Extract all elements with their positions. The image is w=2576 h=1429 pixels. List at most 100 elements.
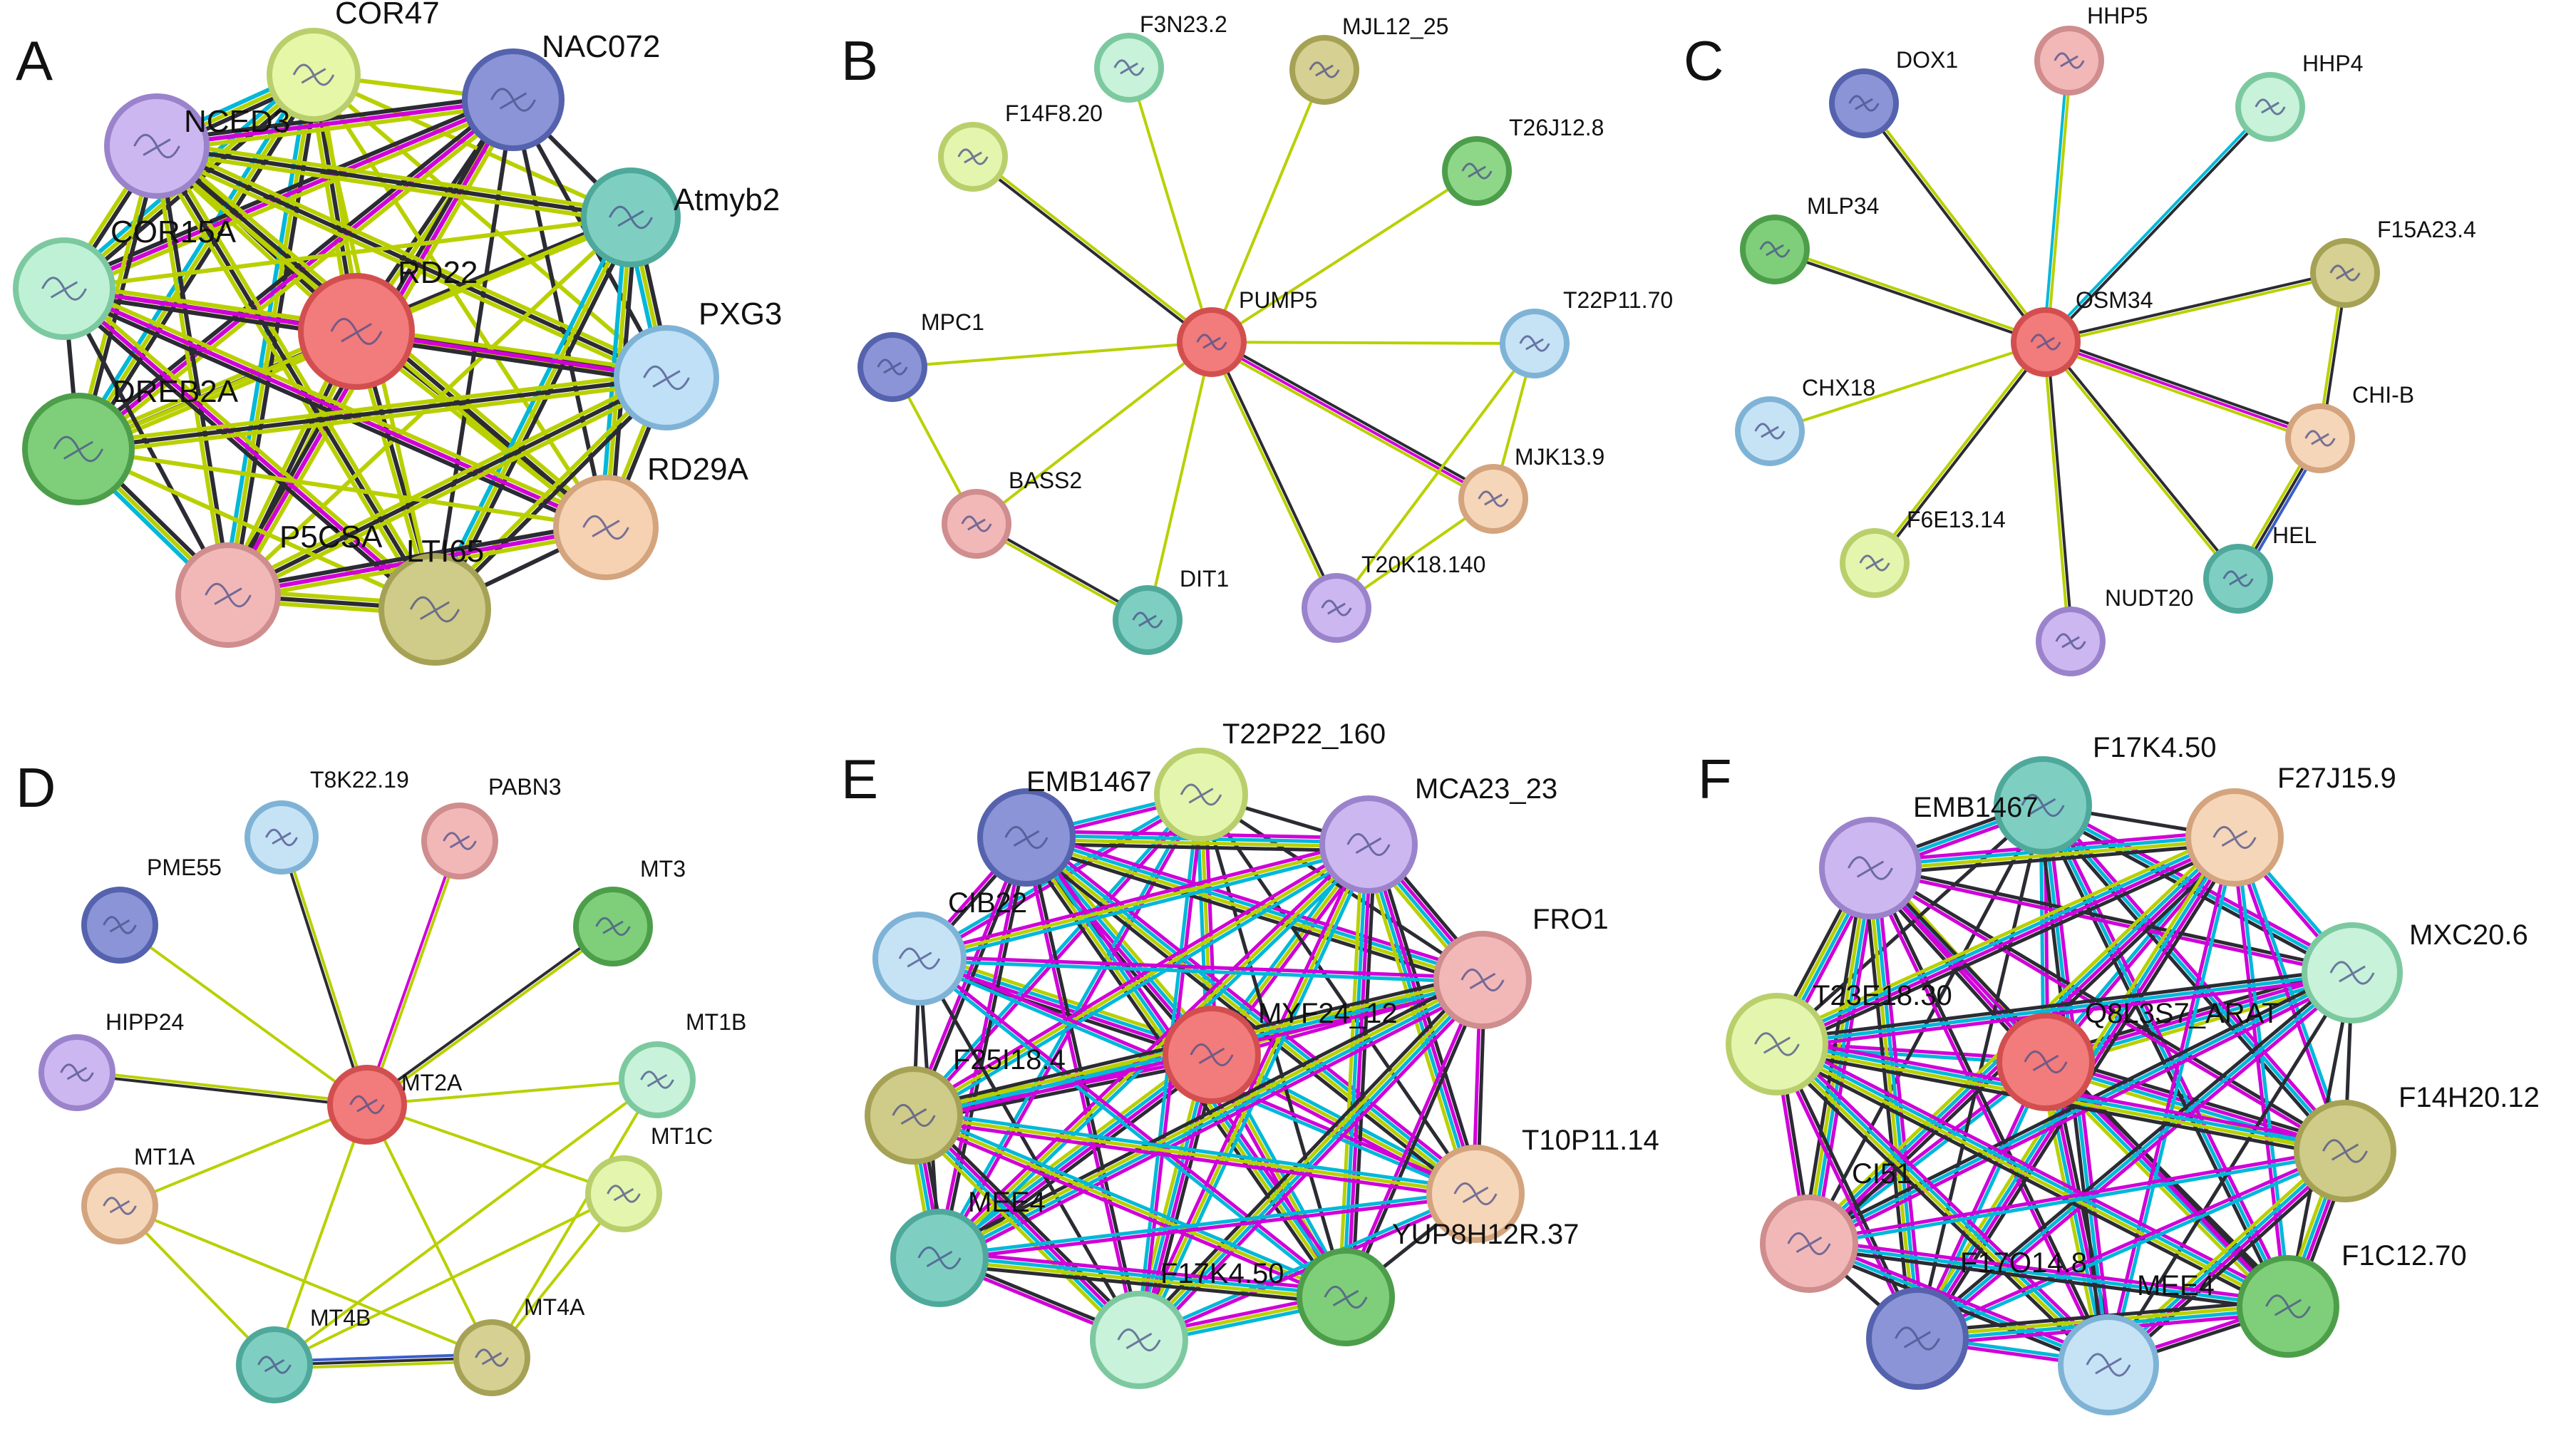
protein-node[interactable]: F25I18.4 [865, 1044, 1066, 1165]
node-label: MYF24_12 [1258, 998, 1398, 1029]
protein-node[interactable]: RD29A [553, 452, 748, 580]
interaction-edge [2108, 836, 2239, 1368]
protein-node[interactable]: MPC1 [857, 309, 984, 402]
protein-node[interactable]: F14F8.20 [938, 100, 1103, 192]
interaction-edge [1373, 840, 1484, 1194]
panel-letter: A [16, 29, 53, 92]
protein-node[interactable]: Q8L3S7_ARAT [1997, 998, 2279, 1111]
protein-node[interactable]: T26J12.8 [1442, 115, 1604, 206]
node-label: F6E13.14 [1907, 507, 2006, 532]
protein-node[interactable]: MT3 [573, 856, 686, 966]
protein-node[interactable]: YUP8H12R.37 [1297, 1219, 1579, 1346]
protein-node[interactable]: Atmyb2 [581, 167, 780, 267]
interaction-edge [1775, 971, 2354, 1046]
interaction-edge [934, 840, 1368, 1257]
node-label: MT4B [310, 1305, 371, 1331]
protein-node[interactable]: LTI65 [378, 534, 491, 666]
protein-node[interactable]: T22P22_160 [1154, 718, 1386, 842]
protein-node[interactable]: BASS2 [942, 468, 1082, 559]
protein-node[interactable]: HIPP24 [38, 1009, 184, 1111]
protein-node[interactable]: EMB1467 [1819, 792, 2039, 919]
protein-node[interactable]: F1C12.70 [2237, 1240, 2467, 1358]
node-label: DREB2A [113, 374, 239, 409]
protein-node[interactable]: PXG3 [614, 296, 782, 430]
protein-node[interactable]: EMB1467 [977, 766, 1152, 887]
protein-node[interactable]: T20K18.140 [1302, 552, 1485, 643]
protein-node[interactable]: F6E13.14 [1840, 507, 2006, 598]
interaction-edge [975, 341, 1213, 525]
interaction-edge [1337, 842, 1364, 1299]
interaction-edge [2235, 835, 2292, 1309]
interaction-edge [118, 1204, 493, 1359]
protein-node[interactable]: CIB22 [872, 887, 1027, 1006]
protein-node[interactable]: MJK13.9 [1458, 444, 1604, 534]
protein-node[interactable]: F17K4.50 [1994, 732, 2216, 855]
protein-node[interactable]: COR47 [267, 0, 440, 122]
interaction-edge [1026, 834, 1479, 1195]
protein-node[interactable]: CHI-B [2285, 382, 2414, 473]
protein-node[interactable]: MT1B [619, 1009, 746, 1118]
protein-node[interactable]: F14H20.12 [2294, 1082, 2540, 1202]
protein-node[interactable]: HHP4 [2235, 51, 2363, 142]
protein-node[interactable]: PME55 [81, 855, 222, 964]
protein-node[interactable]: F15A23.4 [2310, 217, 2476, 308]
protein-node[interactable]: T23E18.30 [1726, 980, 1952, 1095]
interaction-edge [1210, 341, 1536, 345]
protein-node[interactable]: MYF24_12 [1163, 998, 1398, 1104]
node-label: MT2A [401, 1070, 463, 1095]
protein-node[interactable]: T8K22.19 [244, 767, 409, 875]
protein-node[interactable]: OSM34 [2011, 287, 2153, 377]
interaction-edge [1773, 246, 2048, 342]
protein-node[interactable]: MT1C [585, 1123, 713, 1232]
interaction-edge [2105, 1147, 2346, 1366]
protein-structure-icon [330, 318, 383, 345]
protein-node[interactable]: RD22 [298, 255, 478, 390]
protein-node[interactable]: F17K4.50 [1090, 1258, 1284, 1389]
protein-node[interactable]: DREB2A [22, 374, 239, 505]
protein-node[interactable]: CI51 [1760, 1158, 1912, 1293]
interaction-edge [1136, 1190, 1477, 1340]
node-label: CHI-B [2352, 382, 2414, 408]
protein-node[interactable]: MCA23_23 [1319, 773, 1557, 894]
protein-node[interactable]: MJL12_25 [1289, 14, 1448, 105]
protein-node[interactable]: NCED3 [104, 93, 290, 199]
protein-node[interactable]: NAC072 [462, 29, 660, 151]
protein-node[interactable]: MT4A [453, 1294, 585, 1396]
protein-node[interactable]: CHX18 [1735, 375, 1875, 466]
protein-node[interactable]: F27J15.9 [2185, 763, 2396, 887]
protein-node[interactable]: MEE4 [2058, 1270, 2215, 1415]
interaction-edge [366, 927, 616, 1108]
protein-structure-icon [1461, 162, 1493, 180]
protein-node[interactable]: MLP34 [1740, 193, 1879, 284]
protein-node[interactable]: P5CSA [175, 520, 383, 648]
protein-node[interactable]: T22P11.70 [1500, 287, 1673, 378]
protein-node[interactable]: COR15A [13, 215, 237, 340]
protein-node[interactable]: MXC20.6 [2302, 919, 2528, 1023]
protein-node[interactable]: NUDT20 [2036, 585, 2193, 676]
protein-node[interactable]: PABN3 [421, 774, 562, 879]
interaction-edge [1773, 249, 2047, 346]
protein-node[interactable]: F3N23.2 [1094, 11, 1227, 103]
protein-structure-icon [2086, 1353, 2131, 1377]
protein-node[interactable]: T10P11.14 [1426, 1125, 1659, 1243]
protein-structure-icon [1196, 334, 1227, 351]
protein-node[interactable]: MT2A [327, 1065, 463, 1145]
interaction-edge [917, 954, 1485, 980]
protein-node[interactable]: DOX1 [1829, 47, 1958, 138]
node-label: HIPP24 [105, 1009, 184, 1035]
protein-node[interactable]: DIT1 [1113, 566, 1229, 655]
node-label: MT4A [524, 1294, 585, 1320]
protein-node[interactable]: MT1A [81, 1144, 195, 1244]
interaction-edge [155, 98, 515, 148]
protein-node[interactable]: HHP5 [2034, 3, 2148, 96]
protein-node[interactable]: MEE4 [890, 1187, 1046, 1307]
protein-node[interactable]: PUMP5 [1177, 287, 1317, 377]
protein-node[interactable]: FRO1 [1433, 904, 1609, 1029]
interaction-edge [910, 1115, 1140, 1343]
protein-node[interactable]: HEL [2203, 522, 2317, 614]
protein-node[interactable]: F17O14.8 [1866, 1247, 2087, 1390]
interaction-edge [1869, 842, 2237, 877]
protein-node[interactable]: MT4B [236, 1305, 371, 1403]
interaction-edge [917, 959, 1485, 984]
interaction-edge [2044, 273, 2347, 346]
